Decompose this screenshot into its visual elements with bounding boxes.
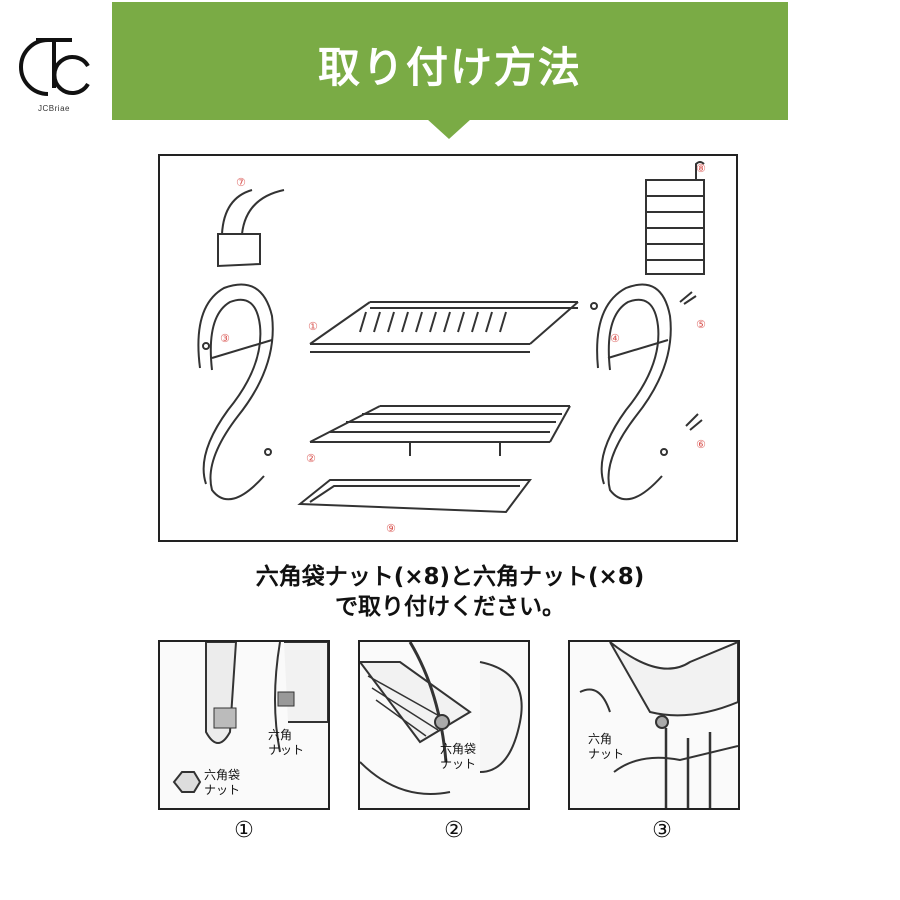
step-1-number: ① xyxy=(234,818,254,843)
banner-pointer xyxy=(427,119,471,139)
step-1-callout-nut: 六角 ナット xyxy=(268,728,305,757)
step-1-illustration xyxy=(172,642,328,793)
part-5-clip-drawing xyxy=(679,291,697,305)
step-3-number: ③ xyxy=(652,818,672,843)
part-8-utensil-holder-drawing xyxy=(645,161,705,275)
part-label-2: ② xyxy=(306,452,316,465)
header-banner: 取り付け方法 xyxy=(112,2,788,120)
part-label-5: ⑤ xyxy=(696,318,706,331)
parts-diagram-drawing: ⑦ ⑧ ③ ④ ① ② ⑤ ⑥ ⑨ xyxy=(197,161,706,535)
part-3-left-frame-drawing xyxy=(197,283,274,501)
part-label-8: ⑧ xyxy=(696,162,706,175)
part-label-9: ⑨ xyxy=(386,522,396,535)
step-3-callout-nut: 六角 ナット xyxy=(588,732,625,761)
step-2-illustration xyxy=(360,642,523,795)
instruction-line-2: で取り付けください。 xyxy=(335,594,565,620)
part-label-7: ⑦ xyxy=(236,176,246,189)
part-label-3: ③ xyxy=(220,332,230,345)
instruction-line-1: 六角袋ナット(×8)と六角ナット(×8) xyxy=(255,564,645,590)
step-2-number: ② xyxy=(444,818,464,843)
part-4-right-frame-drawing xyxy=(590,283,672,501)
part-6-clip-drawing xyxy=(685,413,703,431)
part-number-labels: ⑦ ⑧ ③ ④ ① ② ⑤ ⑥ ⑨ xyxy=(220,162,706,535)
part-label-1: ① xyxy=(308,320,318,333)
brand-logo-text: JCBriae xyxy=(38,104,70,113)
part-9-drip-tray-drawing xyxy=(297,479,532,514)
step-2-callout-cap-nut: 六角袋 ナット xyxy=(440,742,477,771)
part-7-hook-drawing xyxy=(217,189,285,268)
brand-logo xyxy=(8,22,98,112)
step-3-illustration xyxy=(579,642,738,808)
instruction-text: 六角袋ナット(×8)と六角ナット(×8) で取り付けください。 xyxy=(150,562,750,622)
parts-diagram: ⑦ ⑧ ③ ④ ① ② ⑤ ⑥ ⑨ xyxy=(158,154,738,542)
step-2-photo: 六角袋 ナット xyxy=(358,640,530,810)
part-label-6: ⑥ xyxy=(696,438,706,451)
part-1-upper-rack-drawing xyxy=(309,301,579,353)
part-label-4: ④ xyxy=(610,332,620,345)
page-title: 取り付け方法 xyxy=(317,43,582,92)
step-1-photo: 六角 ナット 六角袋 ナット xyxy=(158,640,330,810)
step-1-callout-cap-nut: 六角袋 ナット xyxy=(204,768,241,797)
part-2-lower-rack-drawing xyxy=(309,405,571,456)
step-3-photo: 六角 ナット xyxy=(568,640,740,810)
